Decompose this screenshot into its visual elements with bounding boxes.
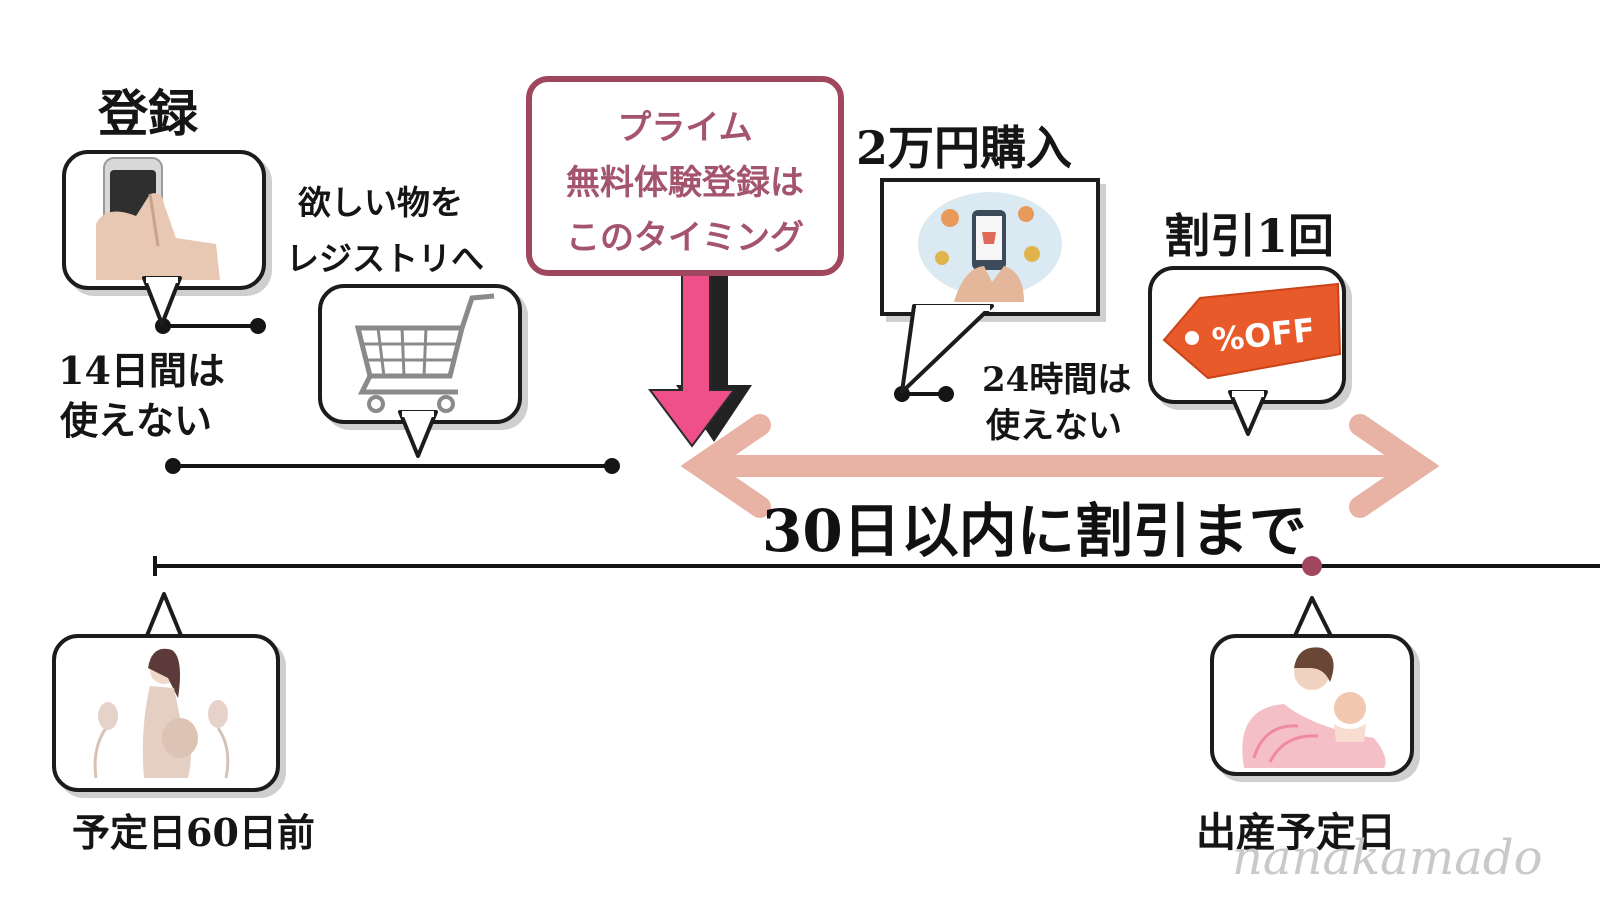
registry-note-2: レジストリへ — [286, 239, 484, 278]
callout-line-2: 無料体験登録は — [566, 163, 804, 203]
register-wait-note-2: 使えない — [60, 398, 213, 443]
purchase-bubble-tail — [900, 304, 994, 394]
timeline-end-label: 出産予定日 — [1196, 809, 1396, 856]
registry-period-end-dot — [604, 458, 620, 474]
registry-period-start-dot — [165, 458, 181, 474]
start-speech-bubble — [52, 634, 280, 792]
due-date-dot — [1302, 556, 1322, 576]
register-wait-note-1: 14日間は — [58, 348, 225, 393]
callout-line-3: このタイミング — [566, 218, 804, 258]
purchase-wait-end-dot — [938, 386, 954, 402]
watermark: nanakamado — [1232, 830, 1543, 886]
range-double-arrow — [680, 414, 1440, 518]
register-bubble-tail — [142, 276, 182, 326]
prime-timing-callout: プライム 無料体験登録は このタイミング — [526, 76, 844, 276]
purchase-wait-note-1: 24時間は — [982, 360, 1132, 400]
timeline-start-label: 予定日60日前 — [72, 810, 315, 855]
registry-bubble-tail — [398, 410, 438, 458]
discount-tag-icon — [1162, 282, 1342, 380]
mother-baby-icon — [1242, 647, 1386, 768]
discount-speech-bubble: %OFF — [1148, 266, 1346, 404]
register-speech-bubble — [62, 150, 266, 290]
due-speech-bubble — [1210, 634, 1414, 776]
discount-title: 割引1回 — [1164, 209, 1335, 263]
purchase-speech-bubble — [880, 178, 1100, 316]
register-title: 登録 — [98, 84, 198, 143]
registry-speech-bubble — [318, 284, 522, 424]
purchase-wait-note-2: 使えない — [986, 406, 1122, 446]
shopping-cart-icon — [354, 293, 495, 413]
shopping-app-icon — [918, 192, 1062, 302]
callout-line-1: プライム — [617, 108, 753, 148]
purchase-title: 2万円購入 — [856, 121, 1073, 175]
range-label: 30日以内に割引まで — [762, 497, 1307, 565]
registry-note-1: 欲しい物を — [298, 183, 463, 222]
register-wait-end-dot — [250, 318, 266, 334]
pregnant-woman-icon — [93, 648, 230, 779]
timing-down-arrow — [648, 272, 752, 448]
register-wait-start-dot — [155, 318, 171, 334]
phone-icon — [96, 157, 220, 280]
discount-bubble-tail — [1228, 390, 1268, 436]
